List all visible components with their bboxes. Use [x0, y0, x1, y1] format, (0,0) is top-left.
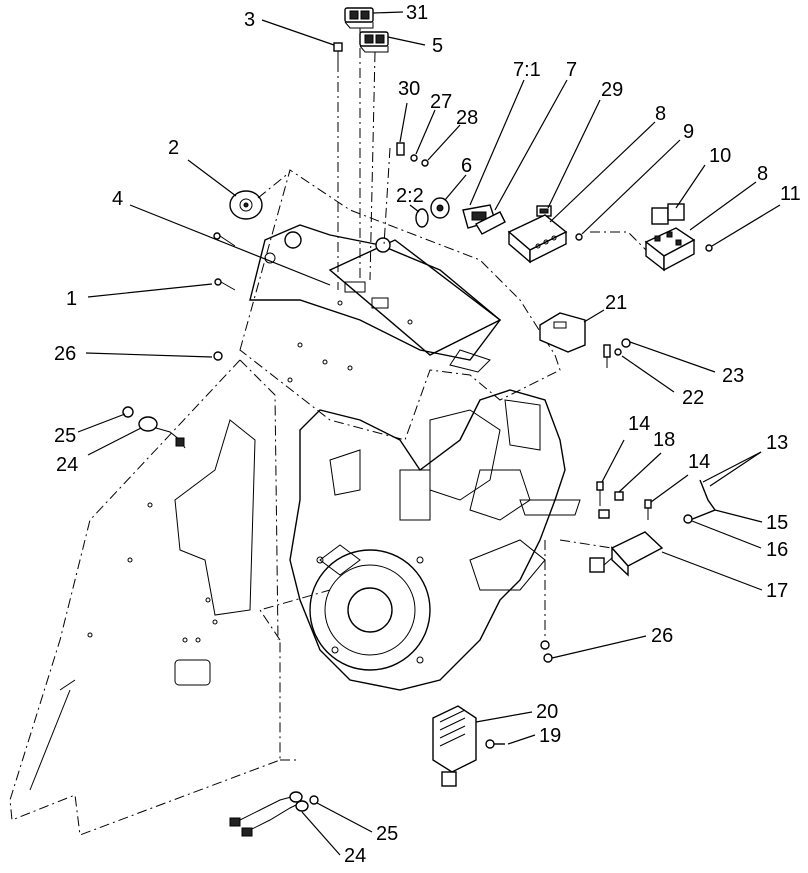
callout-13: 13: [766, 432, 788, 454]
key-switch-2: [229, 171, 291, 220]
callout-20: 20: [536, 701, 558, 723]
callout-14-left: 14: [628, 413, 650, 435]
bolt-14-left: [596, 481, 604, 506]
relay-10: [651, 203, 685, 225]
part-7: [475, 211, 506, 235]
control-panel-plate: [239, 169, 561, 441]
callout-8-upper: 8: [655, 103, 666, 125]
bracket-30: [383, 142, 405, 246]
callout-23: 23: [722, 365, 744, 387]
callout-1: 1: [66, 288, 77, 310]
washer-25-lower: [309, 795, 319, 805]
regulator-20: [432, 705, 477, 787]
screw-11: [705, 244, 713, 252]
part-6: [430, 197, 450, 219]
callout-27: 27: [430, 91, 452, 113]
washer-25-upper: [122, 406, 134, 418]
sensor-24-upper: [138, 416, 186, 449]
leader-lines: [77, 11, 781, 856]
callout-25-upper: 25: [54, 425, 76, 447]
callout-7-1: 7:1: [513, 59, 541, 81]
callout-16: 16: [766, 539, 788, 561]
callout-24-upper: 24: [56, 454, 78, 476]
callout-22: 22: [682, 387, 704, 409]
callout-4: 4: [112, 188, 123, 210]
callout-14-right: 14: [688, 451, 710, 473]
callout-18: 18: [653, 429, 675, 451]
rod-15: [689, 479, 717, 521]
callout-2: 2: [168, 137, 179, 159]
bolts-1: [213, 232, 236, 291]
washer-27: [410, 154, 418, 162]
terminal-22: [603, 344, 611, 368]
callout-29: 29: [601, 79, 623, 101]
switch-5: [359, 31, 389, 53]
callout-7: 7: [566, 59, 577, 81]
nut-28: [421, 159, 429, 167]
module-21: [539, 312, 586, 353]
switch-31: [344, 7, 374, 29]
callout-15: 15: [766, 512, 788, 534]
clamp-18: [598, 491, 624, 519]
callout-2-2: 2:2: [396, 185, 424, 207]
fuse-block-8: [507, 214, 568, 264]
part-2-2: [415, 208, 429, 228]
screw-3: [333, 42, 343, 290]
callout-17: 17: [766, 580, 788, 602]
sensor-24-lower: [229, 791, 309, 837]
side-panel: [9, 359, 281, 836]
callout-28: 28: [456, 107, 478, 129]
callout-19: 19: [539, 725, 561, 747]
callout-9: 9: [683, 121, 694, 143]
callout-labels: 3 31 5 7:1 7 30 27 28 29 8 9 10 2 6 8 11…: [54, 2, 801, 867]
engine-block: [289, 389, 581, 691]
bolt-19: [485, 739, 505, 749]
callout-26-left: 26: [54, 343, 76, 365]
callout-11: 11: [780, 183, 801, 205]
nut-26-bottom: [540, 540, 553, 663]
callout-24-lower: 24: [344, 845, 366, 867]
callout-3: 3: [244, 9, 255, 31]
callout-5: 5: [432, 35, 443, 57]
callout-26-right: 26: [651, 625, 673, 647]
solenoid-17: [559, 531, 664, 577]
nut-16: [683, 514, 693, 524]
callout-21: 21: [605, 292, 627, 314]
nut-9: [575, 233, 583, 241]
callout-25-lower: 25: [376, 823, 398, 845]
callout-6: 6: [461, 155, 472, 177]
relay-base-8: [644, 227, 696, 272]
callout-10: 10: [709, 145, 731, 167]
nut-26-top: [213, 351, 223, 361]
callout-31: 31: [406, 2, 428, 24]
callout-30: 30: [398, 78, 420, 100]
callout-8-right: 8: [757, 163, 768, 185]
bolt-14-right: [644, 499, 652, 520]
nut-23: [614, 338, 631, 356]
